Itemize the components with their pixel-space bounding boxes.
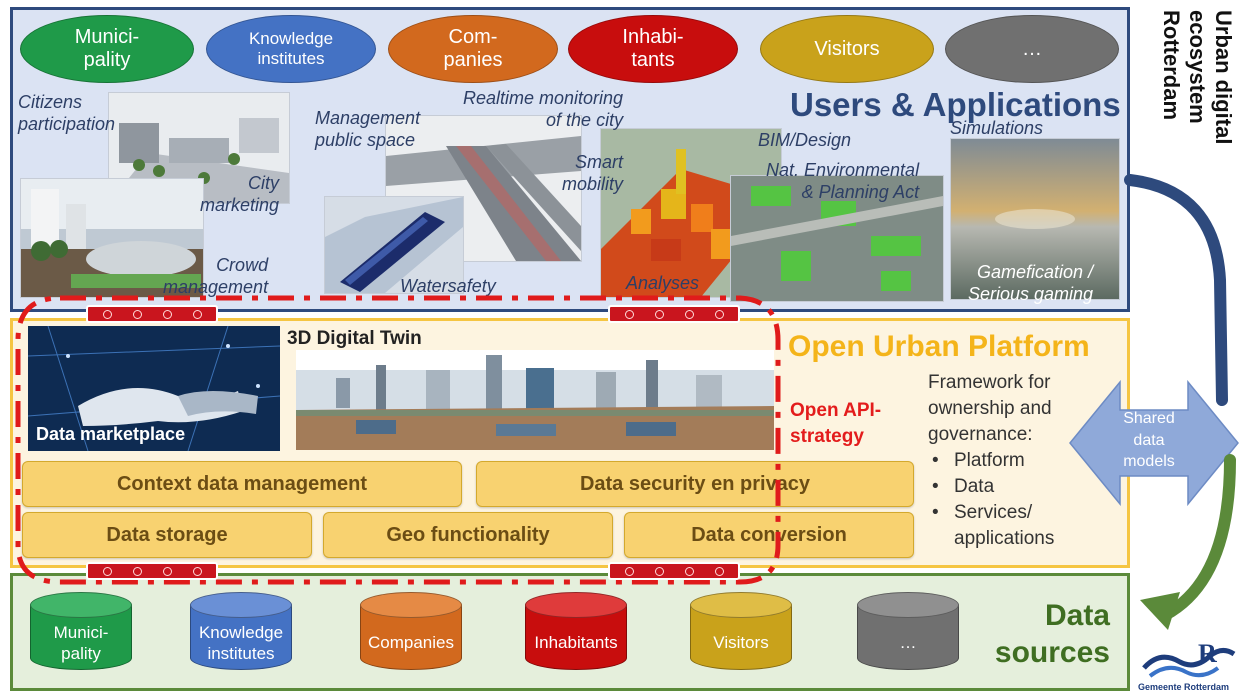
context-data-management-box: Context data management (22, 461, 462, 507)
digital-twin-label: 3D Digital Twin (287, 328, 422, 349)
user-oval-visitors: Visitors (760, 15, 934, 83)
bim-design-label: BIM/Design (758, 130, 852, 150)
open-api-strategy-label: Open API- strategy (790, 400, 882, 447)
data-sources-title: Data sources (994, 599, 1110, 669)
user-oval-label: … (1022, 37, 1042, 60)
source-cylinder-label: Visitors (713, 633, 769, 652)
source-cylinder-companies: Companies (360, 592, 462, 670)
user-oval-label: Com- panies (443, 26, 503, 71)
digital-twin-image (296, 350, 774, 450)
framework-item-data: Data (932, 474, 1054, 500)
framework-governance: Framework for ownership and governance: … (928, 370, 1054, 552)
source-cylinder-more: … (857, 592, 959, 670)
planning-act-image (730, 175, 944, 302)
nat-environmental-planning-label: Nat. Environmental & Planning Act (766, 160, 920, 202)
flow-arrows (1124, 174, 1236, 630)
source-cylinder-label: Companies (368, 633, 454, 652)
user-oval-companies: Com- panies (388, 15, 558, 83)
framework-item-platform: Platform (932, 448, 1054, 474)
data-marketplace-image: Data marketplace (28, 326, 280, 451)
source-cylinder-municipality: Munici- pality (30, 592, 132, 670)
realtime-monitoring-label: Realtime monitoring of the city (463, 88, 624, 130)
smart-mobility-label: Smart mobility (562, 152, 624, 194)
watersafety-image (324, 196, 464, 294)
connector-top-right (608, 305, 740, 323)
management-public-space-label: Management public space (315, 108, 421, 150)
user-oval-label: Munici- pality (74, 26, 140, 71)
user-oval-more: … (945, 15, 1119, 83)
realtime-monitoring-image (385, 115, 582, 262)
simulations-label: Simulations (950, 118, 1044, 138)
city-marketing-label: City marketing (200, 173, 280, 215)
user-oval-label: Inhabi- tants (622, 26, 684, 71)
data-conversion-box: Data conversion (624, 512, 914, 558)
user-oval-inhabitants: Inhabi- tants (568, 15, 738, 83)
shared-data-models-arrow (1069, 380, 1239, 506)
users-applications-title: Users & Applications (790, 86, 1121, 123)
data-marketplace-label: Data marketplace (36, 424, 186, 444)
gamefication-label: Gamefication / Serious gaming (968, 262, 1094, 304)
user-oval-municipality: Munici- pality (20, 15, 194, 83)
data-security-privacy-box: Data security en privacy (476, 461, 914, 507)
source-cylinder-label: Knowledge institutes (198, 623, 284, 664)
citizens-participation-label: Citizens participation (18, 92, 116, 134)
shared-data-models-label: Shared data models (1123, 410, 1175, 471)
user-oval-label: Knowledge institutes (248, 29, 334, 68)
connector-bottom-left (86, 562, 218, 580)
svg-text:R: R (1198, 640, 1217, 668)
source-cylinder-inhabitants: Inhabitants (525, 592, 627, 670)
crowd-management-label: Crowd management (163, 255, 269, 297)
user-oval-label: Visitors (814, 37, 880, 60)
city-marketing-image (20, 178, 204, 298)
framework-list: Platform Data Services/ applications (928, 448, 1054, 552)
geo-functionality-box: Geo functionality (323, 512, 613, 558)
analyses-label: Analyses (626, 273, 700, 293)
watersafety-label: Watersafety (400, 276, 496, 296)
source-cylinder-visitors: Visitors (690, 592, 792, 670)
open-urban-platform-title: Open Urban Platform (788, 330, 1090, 363)
source-cylinder-label: … (899, 633, 917, 652)
gemeente-rotterdam-logo-icon: R (1142, 640, 1236, 678)
connector-top-left (86, 305, 218, 323)
data-storage-box: Data storage (22, 512, 312, 558)
framework-intro: Framework for ownership and governance: (928, 372, 1052, 446)
source-cylinder-label: Munici- pality (53, 623, 109, 664)
framework-item-services: Services/ applications (932, 500, 1054, 552)
source-cylinder-knowledge-institutes: Knowledge institutes (190, 592, 292, 670)
user-oval-knowledge-institutes: Knowledge institutes (206, 15, 376, 83)
connector-bottom-right (608, 562, 740, 580)
source-cylinder-label: Inhabitants (534, 633, 618, 652)
simulations-image (950, 138, 1120, 300)
gemeente-rotterdam-logo-text: Gemeente Rotterdam (1138, 682, 1230, 692)
